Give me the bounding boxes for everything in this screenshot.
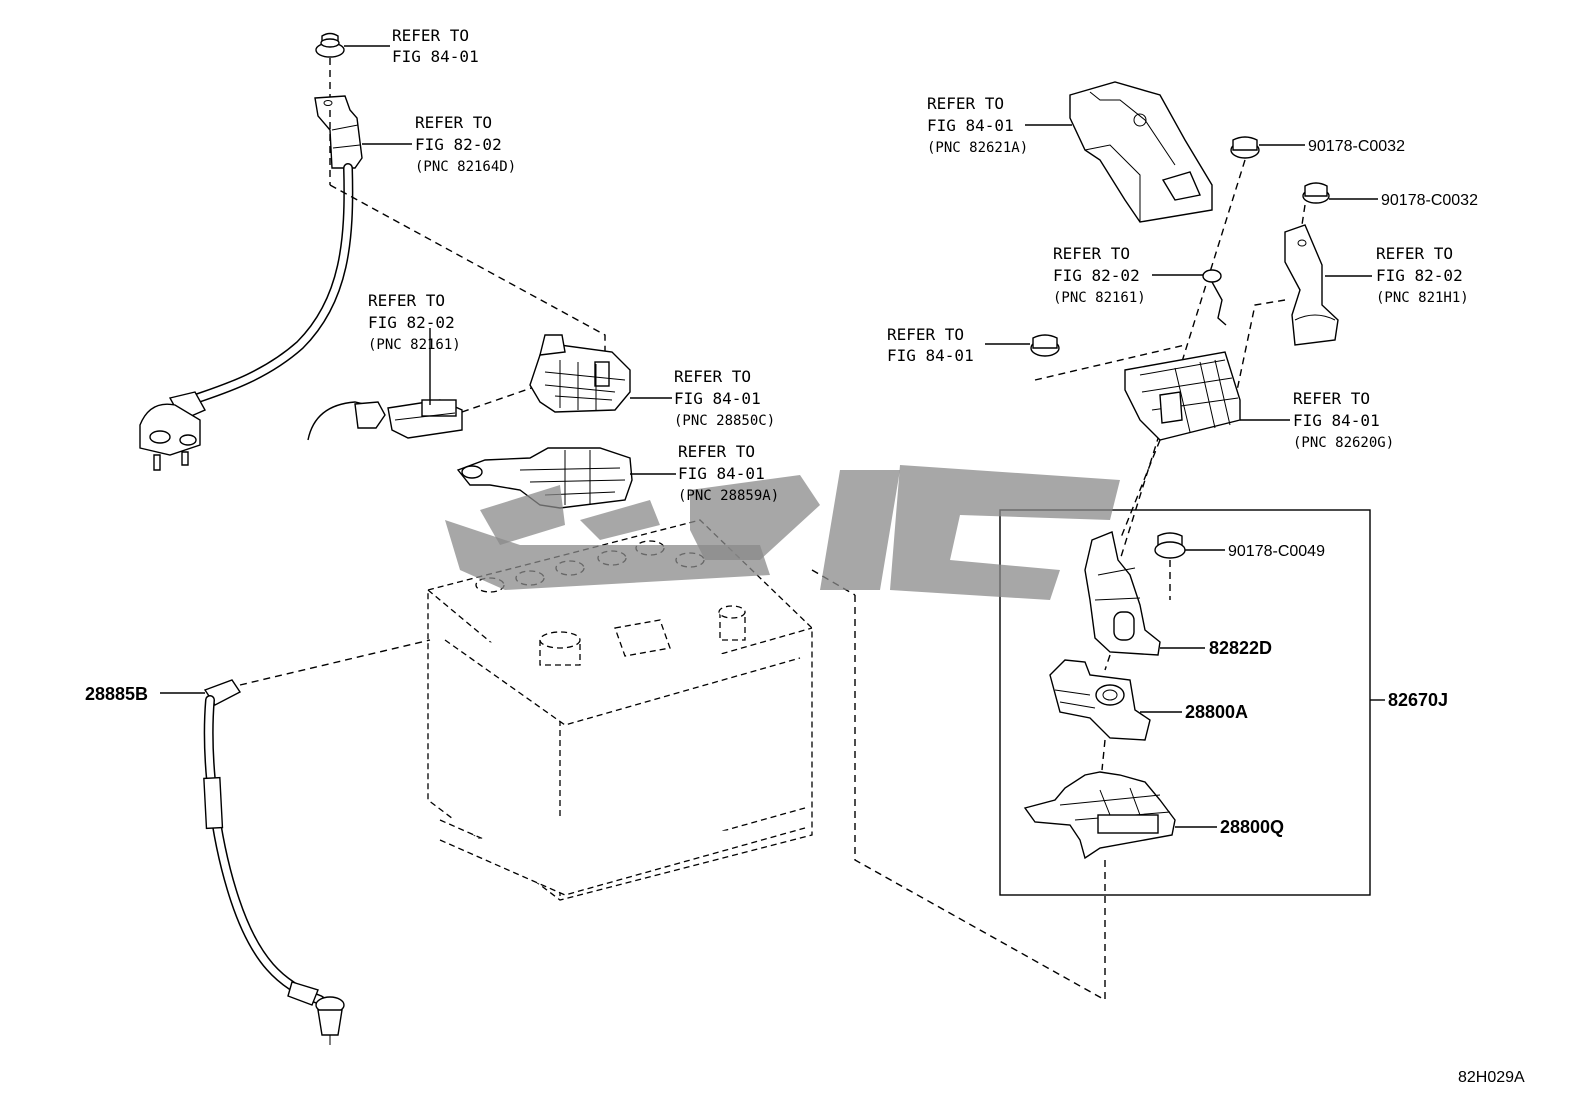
callout-refer-fig-84-01-82621a: REFER TO FIG 84-01 (PNC 82621A) [927, 94, 1028, 156]
callout-line: FIG 82-02 [415, 135, 502, 154]
callout-line: FIG 82-02 [368, 313, 455, 332]
relay-bracket [1084, 531, 1161, 656]
fuse-block-cover [456, 447, 633, 509]
part-number: 82822D [1209, 638, 1272, 658]
callout-line: REFER TO [927, 94, 1004, 113]
callout-pnc: (PNC 28850C) [674, 413, 775, 429]
negative-cable-assembly [203, 639, 431, 1045]
bolt-icon [1230, 136, 1260, 159]
part-number: 28800Q [1220, 817, 1284, 837]
callout-pnc: (PNC 821H1) [1376, 290, 1469, 306]
callout-line: REFER TO [368, 291, 445, 310]
callout-pnc: (PNC 82621A) [927, 140, 1028, 156]
watermark-logo [445, 465, 1120, 600]
leader-lines [160, 45, 1378, 828]
diagram-code: 82H029A [1458, 1069, 1525, 1086]
clip-icon [1030, 334, 1060, 357]
part-number: 28885B [85, 684, 148, 704]
callout-line: REFER TO [887, 325, 964, 344]
callout-refer-fig-84-01-clip: REFER TO FIG 84-01 [887, 325, 974, 365]
callout-line: FIG 84-01 [927, 116, 1014, 135]
battery-to-box-dash [854, 595, 1106, 1001]
bolt-icon [1302, 182, 1330, 204]
ring-terminal [1202, 269, 1227, 326]
callout-line: REFER TO [415, 113, 492, 132]
callout-line: REFER TO [674, 367, 751, 386]
nut-icon [315, 32, 345, 58]
callout-line: REFER TO [392, 26, 469, 45]
callout-line: FIG 84-01 [887, 346, 974, 365]
callout-refer-fig-82-02-82164d: REFER TO FIG 82-02 (PNC 82164D) [415, 113, 516, 175]
callout-line: REFER TO [1376, 244, 1453, 263]
callout-pnc: (PNC 82620G) [1293, 435, 1394, 451]
callout-refer-fig-82-02-82161-right: REFER TO FIG 82-02 (PNC 82161) [1053, 244, 1146, 306]
callout-pnc: (PNC 28859A) [678, 488, 779, 504]
battery-outline [427, 519, 813, 901]
callout-refer-fig-84-01-28859a: REFER TO FIG 84-01 (PNC 28859A) [678, 442, 779, 504]
callout-pnc: (PNC 82161) [1053, 290, 1146, 306]
callout-line: FIG 82-02 [1053, 266, 1140, 285]
relay-unit [1049, 659, 1151, 741]
part-number: 28800A [1185, 702, 1248, 722]
terminal-cover [1069, 81, 1213, 223]
assembly-part-number: 82670J [1388, 690, 1448, 710]
fastener-code: 90178-C0032 [1381, 192, 1478, 209]
fastener-code: 90178-C0049 [1228, 543, 1325, 560]
callout-line: FIG 84-01 [392, 47, 479, 66]
positive-cable-assembly [139, 32, 363, 471]
callout-line: FIG 84-01 [1293, 411, 1380, 430]
callout-pnc: (PNC 82161) [368, 337, 461, 353]
callout-line: REFER TO [1053, 244, 1130, 263]
callout-refer-fig-82-02-82161-left: REFER TO FIG 82-02 (PNC 82161) [368, 291, 461, 353]
relay-base [1023, 771, 1176, 860]
assembly-box [999, 509, 1371, 896]
fastener-code: 90178-C0032 [1308, 138, 1405, 155]
callout-line: FIG 84-01 [678, 464, 765, 483]
wire-connector-left [307, 384, 541, 441]
callout-refer-fig-84-01-nut: REFER TO FIG 84-01 [392, 26, 479, 66]
callout-line: FIG 82-02 [1376, 266, 1463, 285]
callout-pnc: (PNC 82164D) [415, 159, 516, 175]
bolt-icon [1154, 532, 1186, 559]
callout-line: FIG 84-01 [674, 389, 761, 408]
cable-terminal-bracket [314, 95, 363, 169]
callout-line: REFER TO [678, 442, 755, 461]
callout-refer-fig-84-01-82620g: REFER TO FIG 84-01 (PNC 82620G) [1293, 389, 1394, 451]
fuse-block [529, 334, 631, 413]
callout-refer-fig-82-02-821h1: REFER TO FIG 82-02 (PNC 821H1) [1376, 244, 1469, 306]
callout-refer-fig-84-01-28850c: REFER TO FIG 84-01 (PNC 28850C) [674, 367, 775, 429]
fuse-box [1124, 351, 1241, 441]
wire-bracket [1284, 224, 1339, 346]
callout-line: REFER TO [1293, 389, 1370, 408]
